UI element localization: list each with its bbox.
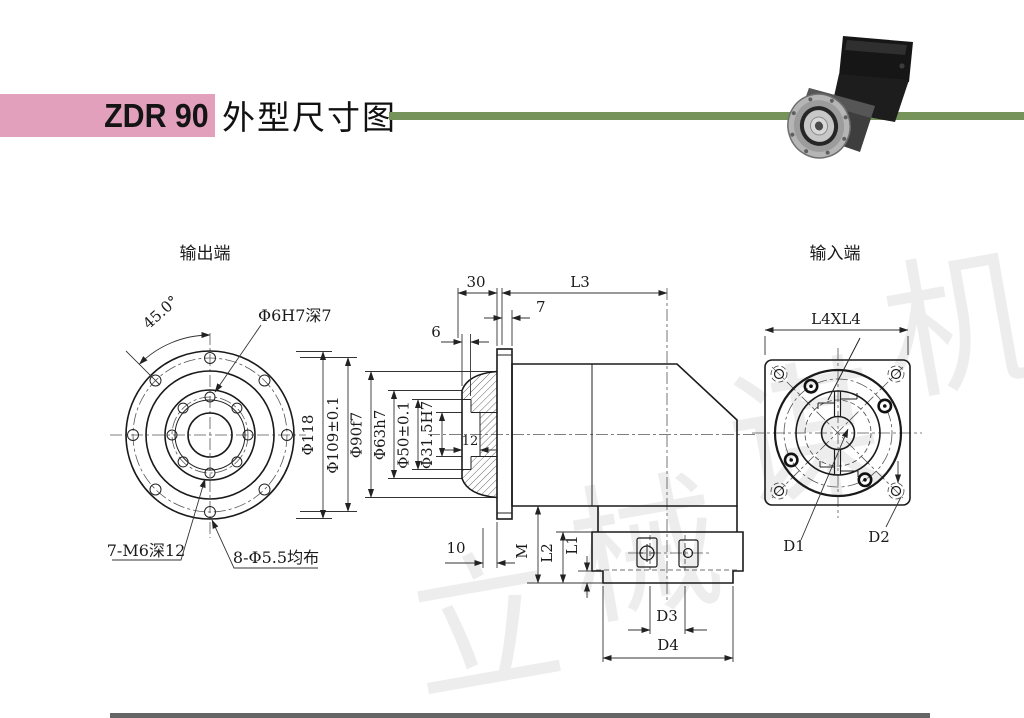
gearbox-photo-illustration <box>787 36 913 159</box>
side-section-view: 30 L3 7 6 12 10 <box>428 273 757 662</box>
dia-63: Φ63h7 <box>371 410 389 461</box>
inner-tapped-holes <box>166 391 254 479</box>
dim-10: 10 <box>446 539 465 557</box>
corner-mount-holes <box>770 365 905 500</box>
angle-dimension: 45.0° <box>139 292 181 333</box>
dim-L1: L1 <box>563 535 581 555</box>
dowel-hole-note: Φ6H7深7 <box>258 306 332 325</box>
watermark-char: 立 <box>396 528 574 718</box>
input-end-view: 输入端 <box>752 244 922 555</box>
output-end-view: 输出端 <box>107 244 332 569</box>
outer-bolt-holes <box>127 352 293 518</box>
next-section-edge <box>110 713 930 718</box>
watermark: 立 械 谋 机 <box>396 228 1024 718</box>
watermark-char: 械 <box>556 453 734 650</box>
dim-7: 7 <box>536 298 546 316</box>
dia-31-5: Φ31.5H7 <box>418 401 436 469</box>
dim-30: 30 <box>466 273 485 291</box>
dia-109: Φ109±0.1 <box>324 396 342 473</box>
input-end-label: 输入端 <box>810 244 861 264</box>
dim-D4: D4 <box>657 636 679 654</box>
dia-118: Φ118 <box>299 415 317 456</box>
diameter-dimensions: Φ118 Φ109±0.1 Φ90f7 Φ63h7 Φ50±0.1 Φ31.5H… <box>296 351 497 519</box>
flange-screws <box>783 378 893 488</box>
dim-D1: D1 <box>783 537 805 555</box>
model-badge: ZDR 90 <box>0 94 215 137</box>
through-holes-note: 8-Φ5.5均布 <box>233 548 319 567</box>
dim-6: 6 <box>431 323 441 341</box>
dim-L2: L2 <box>538 543 556 563</box>
model-number: ZDR 90 <box>104 96 209 134</box>
output-end-label: 输出端 <box>180 244 231 264</box>
page-title: 外型尺寸图 <box>222 99 397 136</box>
dia-50: Φ50±0.1 <box>395 401 413 469</box>
dia-90: Φ90f7 <box>348 412 366 458</box>
dim-L3: L3 <box>570 273 590 291</box>
dim-12: 12 <box>462 434 479 449</box>
dim-M: M <box>513 543 531 558</box>
tapped-holes-note: 7-M6深12 <box>107 541 186 560</box>
product-photo <box>787 36 913 159</box>
watermark-char: 机 <box>871 228 1024 425</box>
dim-D3: D3 <box>656 607 678 625</box>
dim-D2: D2 <box>868 528 890 546</box>
header-rule <box>389 112 1024 120</box>
clamp-hub-detail <box>817 337 861 477</box>
dim-L4xL4: L4XL4 <box>811 310 861 328</box>
